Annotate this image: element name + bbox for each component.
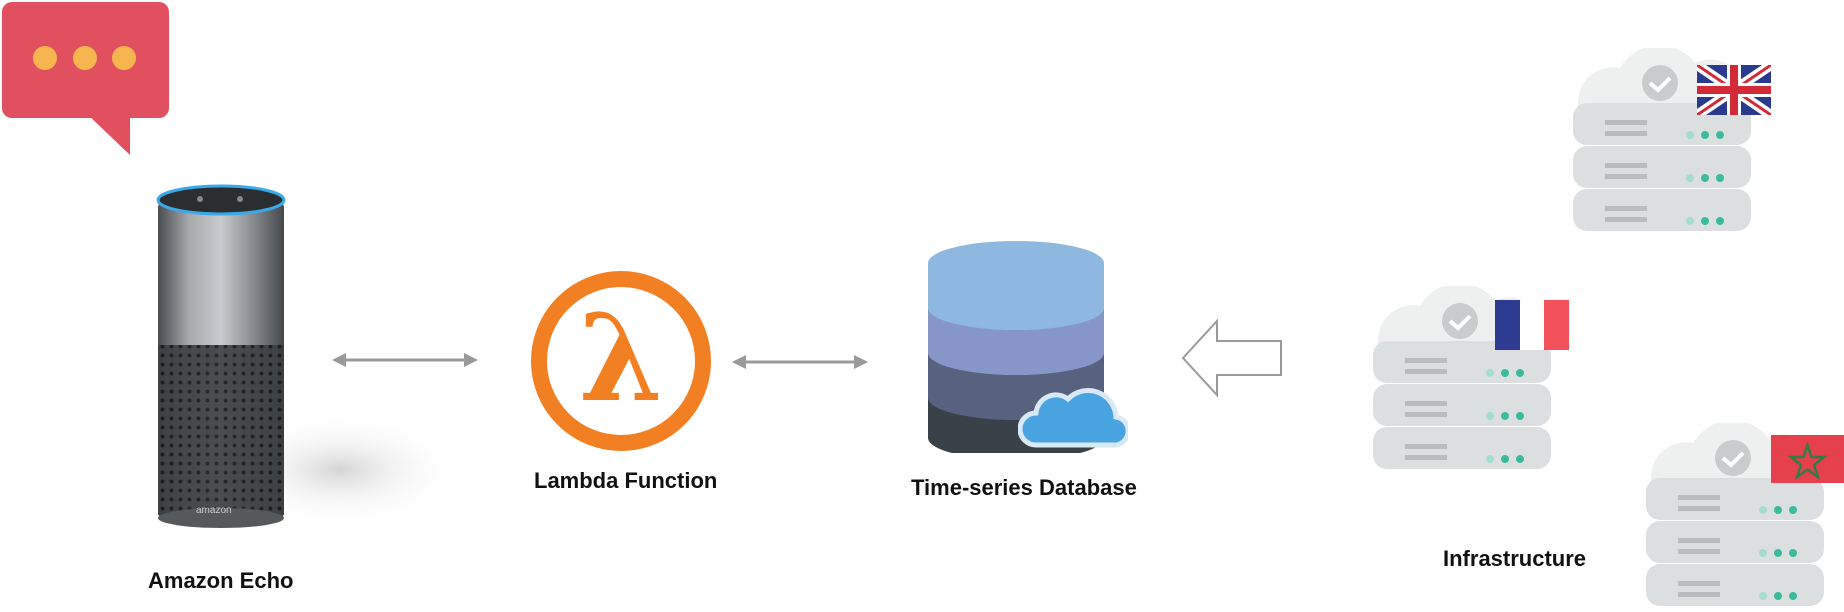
server-stack-icon bbox=[1570, 48, 1765, 248]
cloud-icon bbox=[1018, 375, 1128, 455]
infrastructure-label: Infrastructure bbox=[1443, 546, 1587, 571]
amazon-echo-label: Amazon Echo bbox=[148, 568, 294, 593]
database-icon bbox=[925, 238, 1125, 453]
bidirectional-arrow-icon bbox=[730, 347, 870, 377]
server-stack-icon bbox=[1643, 423, 1838, 612]
france-flag-icon bbox=[1495, 300, 1569, 350]
bidirectional-arrow-icon bbox=[330, 345, 480, 375]
aws-lambda-icon: λ bbox=[530, 270, 712, 452]
time-series-database-label: Time-series Database bbox=[911, 475, 1137, 500]
hollow-left-arrow-icon bbox=[1180, 318, 1285, 398]
morocco-flag-icon bbox=[1771, 435, 1844, 483]
svg-text:λ: λ bbox=[579, 288, 663, 429]
uk-flag-icon bbox=[1697, 65, 1771, 115]
speech-bubble-icon bbox=[0, 0, 175, 160]
device-brand-text: amazon bbox=[196, 505, 232, 516]
lambda-function-label: Lambda Function bbox=[534, 468, 718, 493]
amazon-echo-device-icon bbox=[140, 180, 460, 540]
